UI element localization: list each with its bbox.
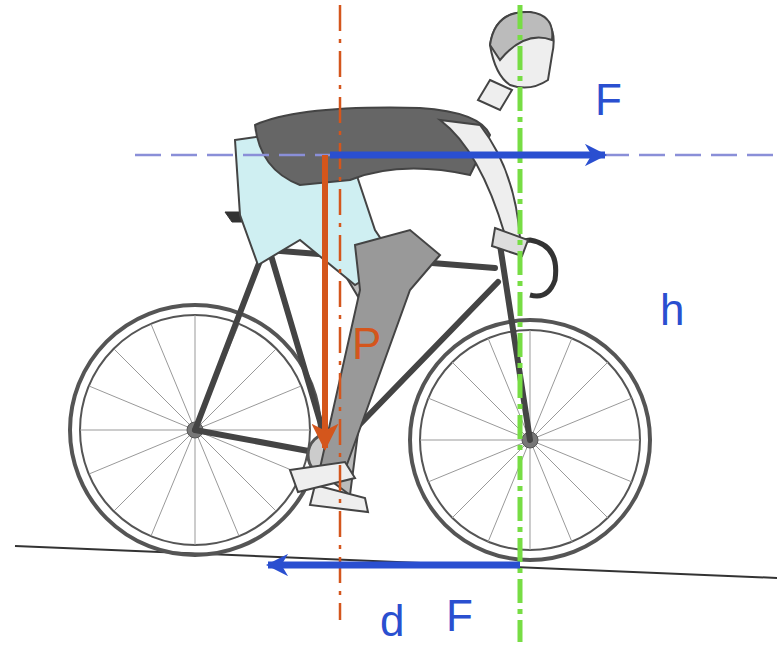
weight-label: P (352, 322, 381, 366)
force-label: F (595, 78, 622, 122)
ground-line (15, 546, 777, 578)
height-label: h (660, 288, 684, 332)
weight-arrow (322, 155, 328, 448)
force-arrow (330, 152, 605, 159)
force-line (135, 154, 777, 157)
contact-line (518, 5, 523, 642)
friction-arrow (268, 562, 520, 569)
distance-label: d (380, 599, 404, 643)
rider (235, 12, 554, 512)
gravity-line (339, 5, 342, 620)
force-label: F (446, 594, 473, 638)
bicycle (70, 212, 650, 560)
